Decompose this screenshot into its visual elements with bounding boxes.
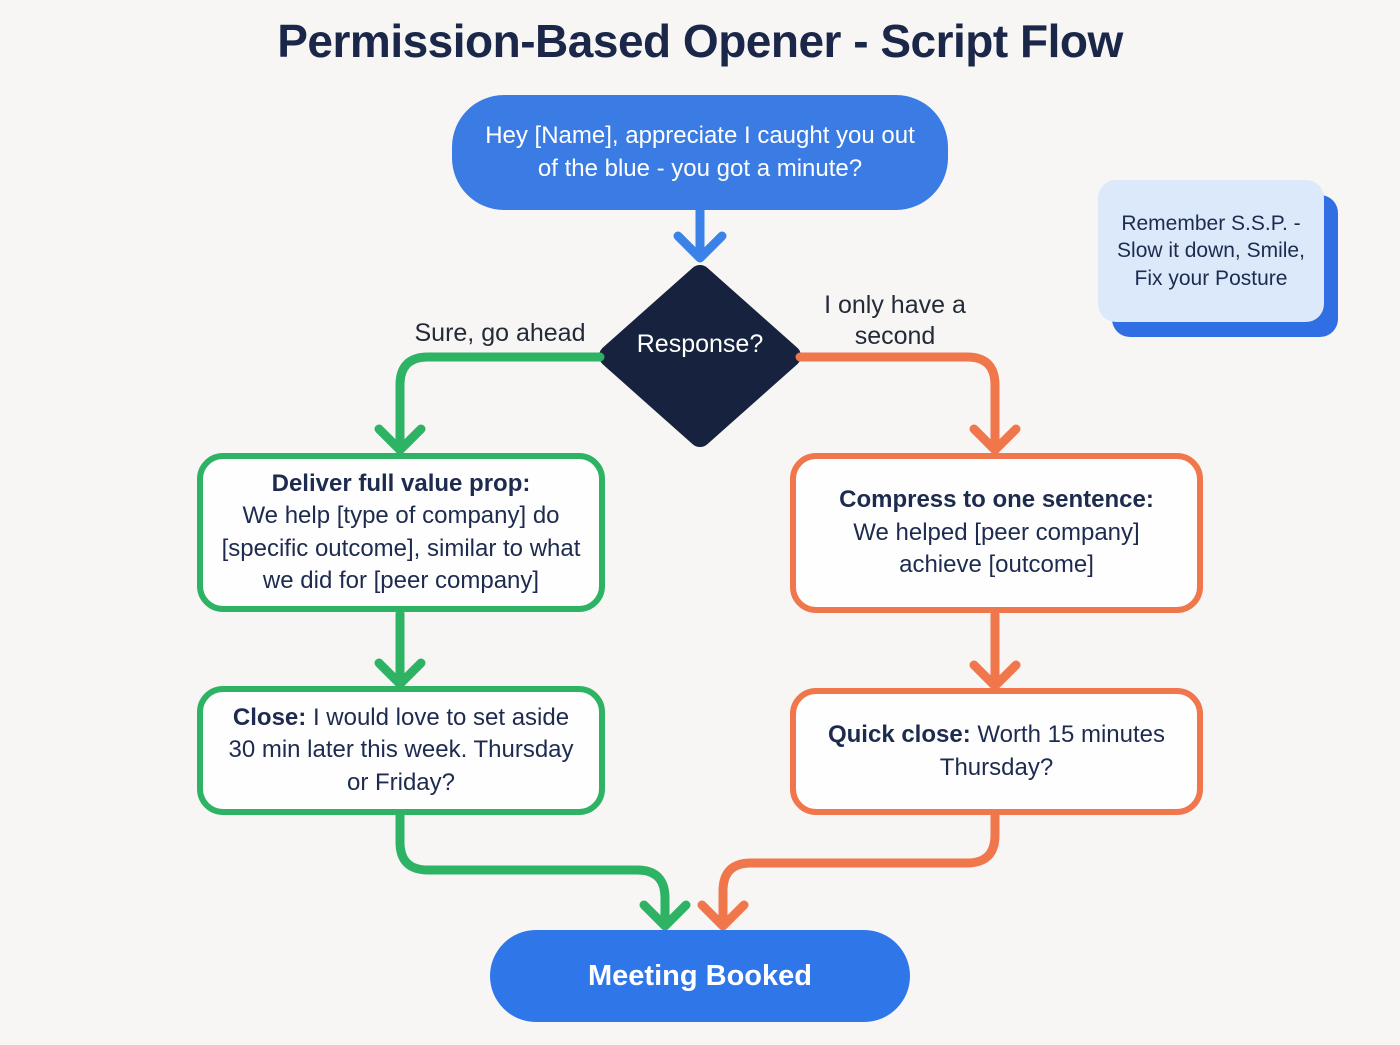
connector-close-to-meeting bbox=[395, 810, 691, 931]
node-meeting-booked: Meeting Booked bbox=[490, 930, 910, 1022]
connector-yes-branch bbox=[374, 352, 605, 455]
node-decision-label: Response? bbox=[636, 330, 764, 358]
close-text: Close: I would love to set aside 30 min … bbox=[217, 702, 585, 799]
compress-body: We helped [peer company] achieve [outcom… bbox=[853, 518, 1140, 579]
note-line: Fix your Posture bbox=[1134, 266, 1288, 290]
note-line: Remember S.S.P. - bbox=[1121, 212, 1301, 236]
note-line: Slow it down, Smile, bbox=[1117, 239, 1305, 263]
arrowhead-down-icon bbox=[374, 424, 426, 455]
arrowhead-down-icon bbox=[639, 900, 691, 931]
edge-label-no: I only have a second bbox=[824, 291, 966, 351]
close-body: I would love to set aside 30 min later t… bbox=[228, 703, 574, 796]
quick-close-body: Worth 15 minutes Thursday? bbox=[939, 721, 1166, 781]
compress-title: Compress to one sentence: bbox=[839, 486, 1154, 514]
node-opener: Hey [Name], appreciate I caught you out … bbox=[452, 95, 948, 210]
close-title: Close: bbox=[232, 703, 307, 731]
quick-close-title: Quick close: bbox=[827, 721, 971, 749]
opener-text: Hey [Name], appreciate I caught you out … bbox=[485, 122, 915, 182]
page-title: Permission-Based Opener - Script Flow bbox=[277, 15, 1123, 67]
meeting-booked-label: Meeting Booked bbox=[588, 959, 812, 992]
connector-quickclose-to-meeting bbox=[697, 810, 1000, 931]
arrowhead-down-icon bbox=[969, 424, 1021, 455]
compress-text: Compress to one sentence: We helped [pee… bbox=[810, 484, 1183, 581]
arrowhead-down-icon bbox=[374, 658, 426, 689]
node-full-value-prop: Deliver full value prop: We help [type o… bbox=[197, 453, 605, 612]
reminder-note: Remember S.S.P. - Slow it down, Smile, F… bbox=[1098, 180, 1324, 322]
arrowhead-down-icon bbox=[673, 231, 727, 263]
connector-no-branch bbox=[795, 352, 1021, 455]
arrowhead-down-icon bbox=[697, 900, 749, 931]
node-compress: Compress to one sentence: We helped [pee… bbox=[790, 453, 1203, 613]
connector-fullvalue-to-close bbox=[374, 609, 426, 689]
full-value-body: We help [type of company] do [specific o… bbox=[221, 502, 581, 594]
edge-label-yes: Sure, go ahead bbox=[414, 319, 586, 347]
quick-close-text: Quick close: Worth 15 minutes Thursday? bbox=[810, 719, 1183, 784]
connector-opener-to-decision bbox=[673, 205, 727, 263]
full-value-title: Deliver full value prop: bbox=[271, 469, 531, 497]
arrowhead-down-icon bbox=[969, 660, 1021, 691]
node-quick-close: Quick close: Worth 15 minutes Thursday? bbox=[790, 688, 1203, 815]
decision-diamond bbox=[599, 265, 801, 447]
full-value-text: Deliver full value prop: We help [type o… bbox=[217, 468, 585, 598]
connector-compress-to-quickclose bbox=[969, 610, 1021, 691]
node-close: Close: I would love to set aside 30 min … bbox=[197, 686, 605, 815]
